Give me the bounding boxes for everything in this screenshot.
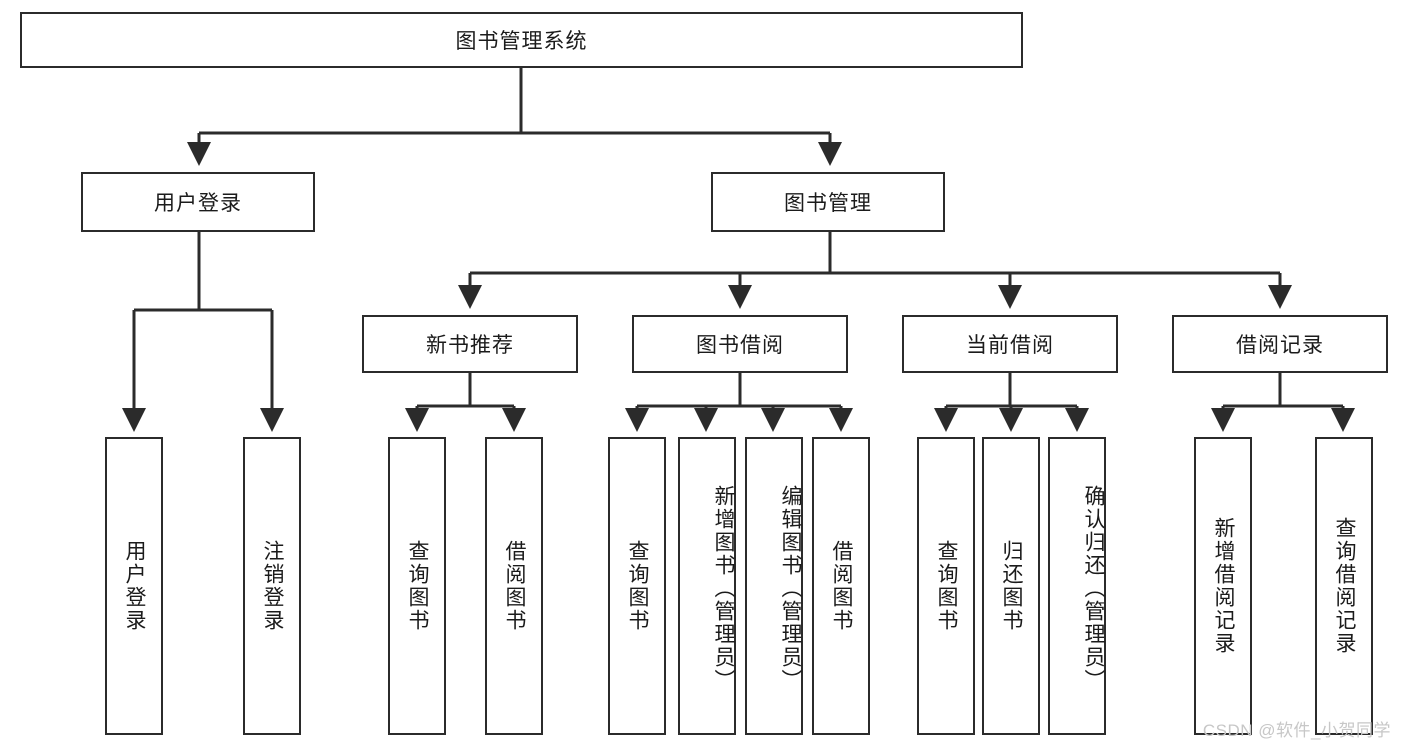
node-label: 新增图书（管理员） [712, 484, 735, 692]
node-label: 用户登录 [123, 540, 147, 632]
node-label: 图书管理系统 [455, 30, 588, 53]
node-label: 查询图书 [935, 540, 959, 632]
node-book-management[interactable]: 图书管理 [711, 172, 945, 232]
node-leaf-query-book-current[interactable]: 查询图书 [917, 437, 975, 735]
node-leaf-add-borrow-record[interactable]: 新增借阅记录 [1194, 437, 1252, 735]
node-label: 新书推荐 [426, 334, 514, 357]
node-leaf-borrow-book-recommend[interactable]: 借阅图书 [485, 437, 543, 735]
node-leaf-borrow-book[interactable]: 借阅图书 [812, 437, 870, 735]
node-leaf-query-borrow-record[interactable]: 查询借阅记录 [1315, 437, 1373, 735]
node-label: 借阅记录 [1236, 334, 1324, 357]
node-user-login[interactable]: 用户登录 [81, 172, 315, 232]
node-leaf-query-book-borrow[interactable]: 查询图书 [608, 437, 666, 735]
watermark: CSDN @软件_小贺同学 [1202, 721, 1391, 740]
node-label: 查询图书 [626, 540, 650, 632]
node-label: 查询图书 [406, 540, 430, 632]
node-leaf-return-book[interactable]: 归还图书 [982, 437, 1040, 735]
node-leaf-add-book-admin[interactable]: 新增图书（管理员） [678, 437, 736, 735]
node-label: 编辑图书（管理员） [779, 484, 802, 692]
node-label: 归还图书 [1000, 540, 1024, 632]
node-leaf-user-login[interactable]: 用户登录 [105, 437, 163, 735]
node-leaf-query-book-recommend[interactable]: 查询图书 [388, 437, 446, 735]
node-label: 当前借阅 [966, 334, 1054, 357]
node-leaf-confirm-return-admin[interactable]: 确认归还（管理员） [1048, 437, 1106, 735]
node-label: 借阅图书 [503, 540, 527, 632]
node-leaf-logout[interactable]: 注销登录 [243, 437, 301, 735]
node-borrow-record[interactable]: 借阅记录 [1172, 315, 1388, 373]
node-label: 图书借阅 [696, 334, 784, 357]
node-current-borrow[interactable]: 当前借阅 [902, 315, 1118, 373]
node-label: 查询借阅记录 [1333, 517, 1357, 655]
node-label: 确认归还（管理员） [1082, 484, 1105, 692]
node-root-system[interactable]: 图书管理系统 [20, 12, 1023, 68]
node-label: 图书管理 [784, 192, 872, 215]
node-leaf-edit-book-admin[interactable]: 编辑图书（管理员） [745, 437, 803, 735]
node-new-book-recommend[interactable]: 新书推荐 [362, 315, 578, 373]
node-book-borrow[interactable]: 图书借阅 [632, 315, 848, 373]
node-label: 注销登录 [261, 540, 285, 632]
node-label: 用户登录 [154, 192, 242, 215]
node-label: 借阅图书 [830, 540, 854, 632]
node-label: 新增借阅记录 [1212, 517, 1236, 655]
